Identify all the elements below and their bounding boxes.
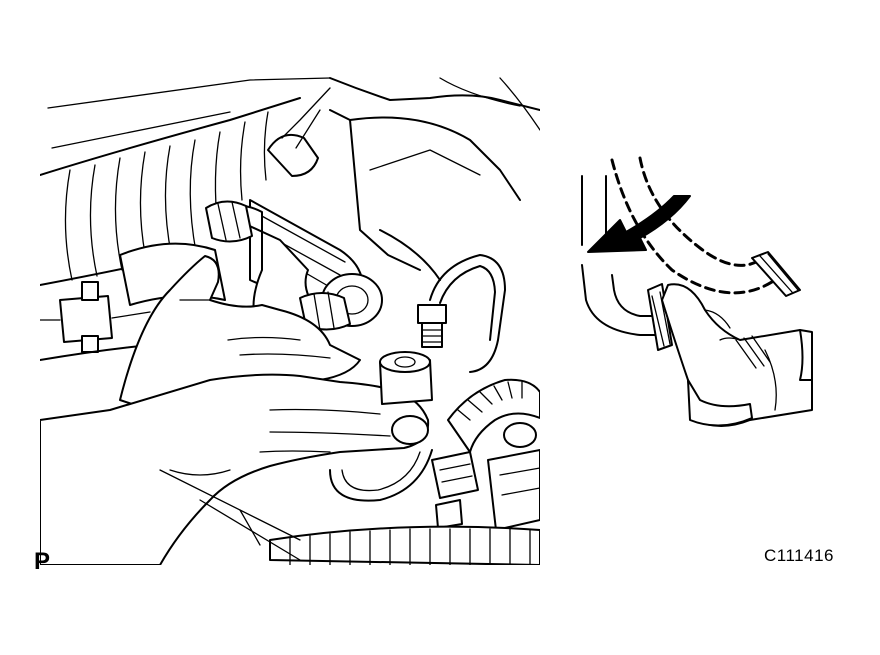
foot-pressing-pedal-icon — [661, 283, 813, 427]
curved-arrow-left-icon — [587, 195, 691, 253]
brake-line-fitting — [417, 254, 506, 373]
air-intake-duct — [40, 97, 301, 286]
figure-code-label: C111416 — [764, 546, 834, 565]
corrugated-tube — [269, 525, 540, 565]
hose-clamp — [205, 200, 253, 243]
pedal-inset — [581, 156, 813, 427]
pedal-travel-path — [610, 158, 777, 295]
engine-bay-illustration — [40, 77, 540, 565]
hand-illustration — [40, 255, 430, 565]
view-marker-label: P — [34, 548, 51, 575]
wire-harness — [431, 378, 540, 531]
check-valve-fitting — [379, 351, 433, 405]
